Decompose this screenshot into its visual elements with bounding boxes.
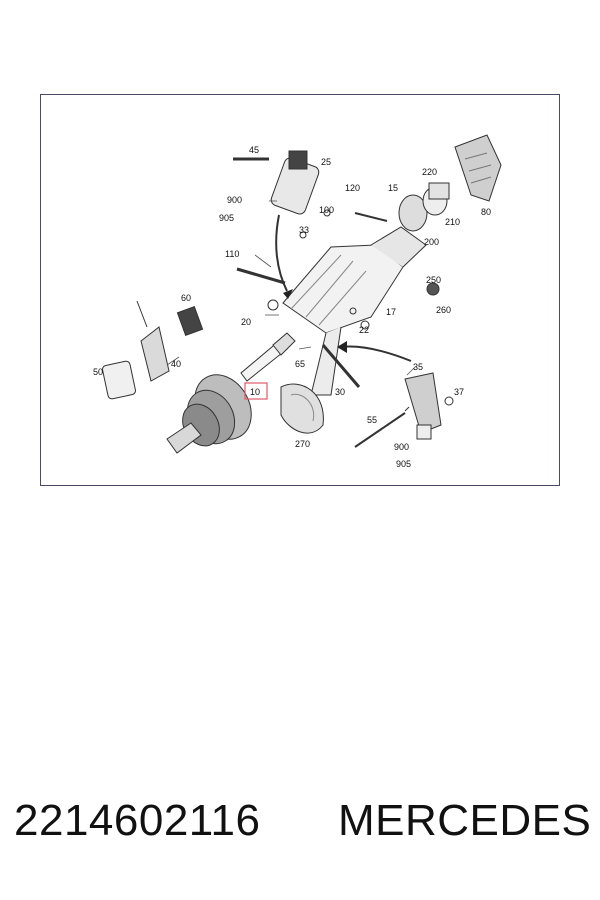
callout-220: 220 xyxy=(422,167,437,177)
callout-250: 250 xyxy=(426,275,441,285)
highlight-box-10 xyxy=(244,382,268,400)
callout-80: 80 xyxy=(481,207,491,217)
diagram-drawing: 45 25 220 120 15 80 900 905 100 210 33 2… xyxy=(93,134,502,469)
callout-60: 60 xyxy=(181,293,191,303)
column-boot xyxy=(166,374,252,454)
callout-50: 50 xyxy=(93,367,103,377)
bolts-and-rods xyxy=(236,209,454,448)
callout-905-bottom: 905 xyxy=(396,459,411,469)
callout-15: 15 xyxy=(388,183,398,193)
callout-260: 260 xyxy=(436,305,451,315)
callout-22: 22 xyxy=(359,325,369,335)
callout-65: 65 xyxy=(295,359,305,369)
callout-900-bottom: 900 xyxy=(394,442,409,452)
callout-30: 30 xyxy=(335,387,345,397)
callout-270: 270 xyxy=(295,439,310,449)
callout-900-top: 900 xyxy=(227,195,242,205)
callout-905-top: 905 xyxy=(219,213,234,223)
callout-33: 33 xyxy=(299,225,309,235)
lower-adjuster-unit xyxy=(404,372,442,440)
ignition-lock xyxy=(102,300,204,400)
callout-37: 37 xyxy=(454,387,464,397)
callout-100: 100 xyxy=(319,205,334,215)
brand-name: MERCEDES xyxy=(338,796,592,845)
arrow-head-top xyxy=(283,289,293,299)
exploded-parts-diagram: 45 25 220 120 15 80 900 905 100 210 33 2… xyxy=(40,94,560,486)
callout-35: 35 xyxy=(413,362,423,372)
callout-120: 120 xyxy=(345,183,360,193)
adjustment-motor-top xyxy=(233,150,320,215)
steering-switch xyxy=(454,134,502,202)
callout-55: 55 xyxy=(367,415,377,425)
callout-210: 210 xyxy=(445,217,460,227)
bracket-270 xyxy=(280,383,324,434)
callout-labels: 45 25 220 120 15 80 900 905 100 210 33 2… xyxy=(93,145,491,469)
callout-25: 25 xyxy=(321,157,331,167)
steering-shaft xyxy=(240,332,296,382)
callout-45: 45 xyxy=(249,145,259,155)
leader-lines xyxy=(166,200,416,376)
callout-200: 200 xyxy=(424,237,439,247)
steering-column-housing xyxy=(282,226,427,396)
callout-10: 10 xyxy=(250,387,260,397)
part-number: 2214602116 xyxy=(14,796,261,845)
callout-40: 40 xyxy=(171,359,181,369)
callout-17: 17 xyxy=(386,307,396,317)
callout-20: 20 xyxy=(241,317,251,327)
arrow-head-right xyxy=(337,341,347,353)
callout-110: 110 xyxy=(225,249,239,259)
clock-spring xyxy=(398,182,450,232)
